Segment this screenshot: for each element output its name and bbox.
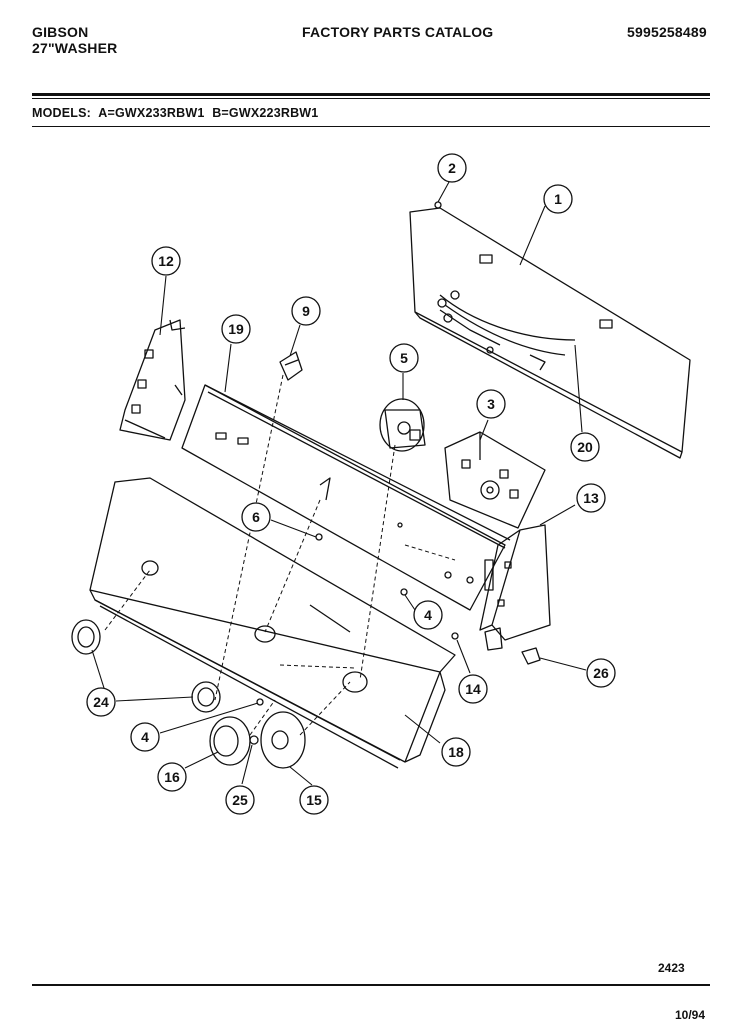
timer-part [444,431,546,529]
drawing-number: 2423 [658,961,685,975]
screw-part [256,698,264,706]
model-b: B=GWX223RBW1 [212,106,319,120]
assembly-lines [104,374,456,736]
callout: 4 [130,722,160,752]
callout-label: 14 [465,681,481,697]
catalog-number: 5995258489 [627,24,707,40]
callout: 24 [86,687,116,717]
callout-label: 1 [554,191,562,207]
callout: 25 [225,785,255,815]
callout-label: 25 [232,792,248,808]
header-rule-thin [32,98,710,99]
callout: 1 [543,184,573,214]
callout-label: 24 [93,694,109,710]
bracket-part [119,319,186,441]
screw-part [400,588,408,596]
callout-label: 19 [228,321,244,337]
callout-label: 16 [164,769,180,785]
catalog-title: FACTORY PARTS CATALOG [302,24,494,40]
callout-label: 3 [487,396,495,412]
callout-label: 18 [448,744,464,760]
callout-label: 4 [141,729,149,745]
brand-name: GIBSON [32,24,89,40]
callout: 26 [586,658,616,688]
leader-lines [91,181,587,786]
rear-panel-part [409,207,691,459]
callout-label: 26 [593,665,609,681]
callout: 13 [576,483,606,513]
clip-small-part [521,647,541,665]
callout-label: 9 [302,303,310,319]
dial-part [260,711,306,769]
callout: 3 [476,389,506,419]
spring-part [249,735,259,745]
callout: 20 [570,432,600,462]
callout-label: 20 [577,439,593,455]
callout-label: 4 [424,607,432,623]
models-line: MODELS: A=GWX233RBW1 B=GWX223RBW1 [32,106,322,120]
model-a: A=GWX233RBW1 [98,106,205,120]
callout-label: 2 [448,160,456,176]
callout: 18 [441,737,471,767]
callout: 19 [221,314,251,344]
callout-label: 5 [400,350,408,366]
callout: 15 [299,785,329,815]
callout: 16 [157,762,187,792]
console-part [89,477,456,769]
callout: 14 [458,674,488,704]
screw-part [451,632,459,640]
end-bracket-part [479,524,551,651]
switch-part [379,398,426,452]
callout: 9 [291,296,321,326]
footer-rule [32,984,710,986]
callout: 5 [389,343,419,373]
callout: 4 [413,600,443,630]
callout: 6 [241,502,271,532]
callout-label: 6 [252,509,260,525]
models-label: MODELS: [32,106,92,120]
models-rule [32,126,710,127]
callout-label: 12 [158,253,174,269]
callout-label: 15 [306,792,322,808]
control-panel-part [181,384,511,611]
screw-part [315,533,323,541]
header-rule [32,93,710,96]
callout: 2 [437,153,467,183]
print-date: 10/94 [675,1008,706,1022]
screw-part [434,201,442,209]
callout-label: 13 [583,490,599,506]
knob-part [209,716,251,766]
callout: 12 [151,246,181,276]
product-type: 27"WASHER [32,40,118,56]
